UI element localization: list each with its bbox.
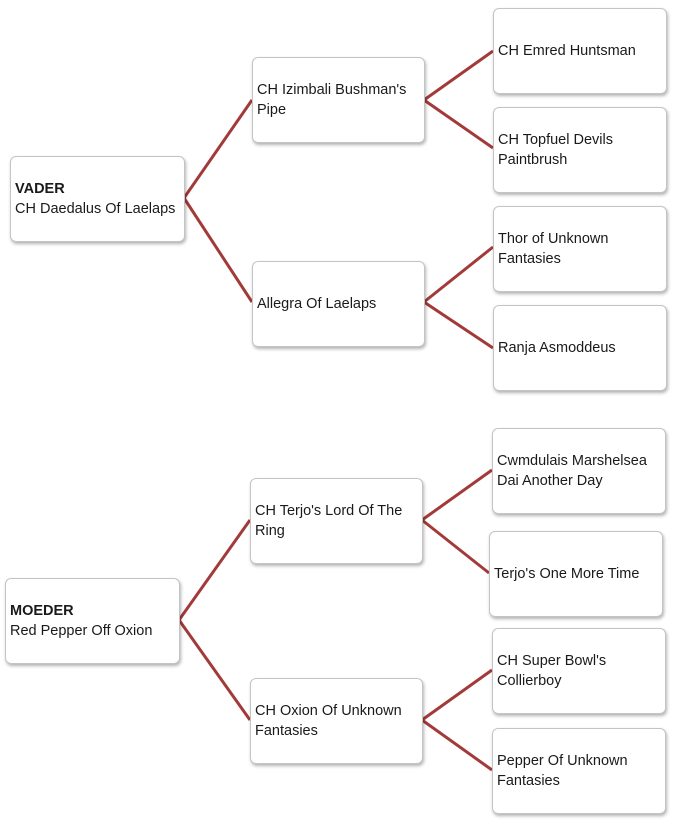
- ggp-7-box: CH Super Bowl's Collierboy: [492, 628, 666, 714]
- ggp-2-box: CH Topfuel Devils Paintbrush: [493, 107, 667, 193]
- ggp-6-name: Terjo's One More Time: [494, 566, 640, 582]
- ggp-8-box: Pepper Of Unknown Fantasies: [492, 728, 666, 814]
- paternal-grandsire-name: CH Izimbali Bushman's Pipe: [257, 82, 407, 118]
- connector-vader-to-sire: [182, 99, 254, 199]
- connector-terjo-to-onemore: [421, 518, 490, 575]
- ggp-5-name: Cwmdulais Marshelsea Dai Another Day: [497, 453, 647, 489]
- paternal-granddam-box: Allegra Of Laelaps: [252, 261, 425, 347]
- connector-izimbali-to-emred: [423, 49, 494, 102]
- maternal-grandsire-name: CH Terjo's Lord Of The Ring: [255, 503, 403, 539]
- connector-moeder-to-sire: [177, 519, 252, 621]
- maternal-grandsire-box: CH Terjo's Lord Of The Ring: [250, 478, 423, 564]
- ggp-2-name: CH Topfuel Devils Paintbrush: [498, 132, 613, 168]
- connector-moeder-to-dam: [177, 619, 252, 721]
- dam-name: Red Pepper Off Oxion: [10, 623, 153, 639]
- ggp-7-name: CH Super Bowl's Collierboy: [497, 653, 607, 689]
- maternal-granddam-box: CH Oxion Of Unknown Fantasies: [250, 678, 423, 764]
- ggp-8-name: Pepper Of Unknown Fantasies: [497, 753, 628, 789]
- connector-oxion-to-pepper: [421, 718, 493, 772]
- dam-box: MOEDER Red Pepper Off Oxion: [5, 578, 180, 664]
- ggp-5-box: Cwmdulais Marshelsea Dai Another Day: [492, 428, 666, 514]
- maternal-granddam-name: CH Oxion Of Unknown Fantasies: [255, 703, 402, 739]
- ggp-1-name: CH Emred Huntsman: [498, 43, 636, 59]
- ggp-3-name: Thor of Unknown Fantasies: [498, 231, 609, 267]
- sire-box: VADER CH Daedalus Of Laelaps: [10, 156, 185, 242]
- paternal-grandsire-box: CH Izimbali Bushman's Pipe: [252, 57, 425, 143]
- ggp-6-box: Terjo's One More Time: [489, 531, 663, 617]
- connector-allegra-to-ranja: [423, 300, 494, 350]
- connector-izimbali-to-topfuel: [423, 98, 494, 150]
- ggp-1-box: CH Emred Huntsman: [493, 8, 667, 94]
- connector-vader-to-dam: [182, 197, 254, 303]
- paternal-granddam-name: Allegra Of Laelaps: [257, 296, 377, 312]
- ggp-4-box: Ranja Asmoddeus: [493, 305, 667, 391]
- ggp-4-name: Ranja Asmoddeus: [498, 340, 616, 356]
- sire-role-label: VADER: [15, 181, 65, 197]
- sire-name: CH Daedalus Of Laelaps: [15, 201, 176, 217]
- connector-terjo-to-cwmdulais: [421, 468, 493, 522]
- connector-allegra-to-thor: [423, 245, 494, 304]
- dam-role-label: MOEDER: [10, 603, 74, 619]
- ggp-3-box: Thor of Unknown Fantasies: [493, 206, 667, 292]
- connector-oxion-to-superbowl: [421, 668, 493, 722]
